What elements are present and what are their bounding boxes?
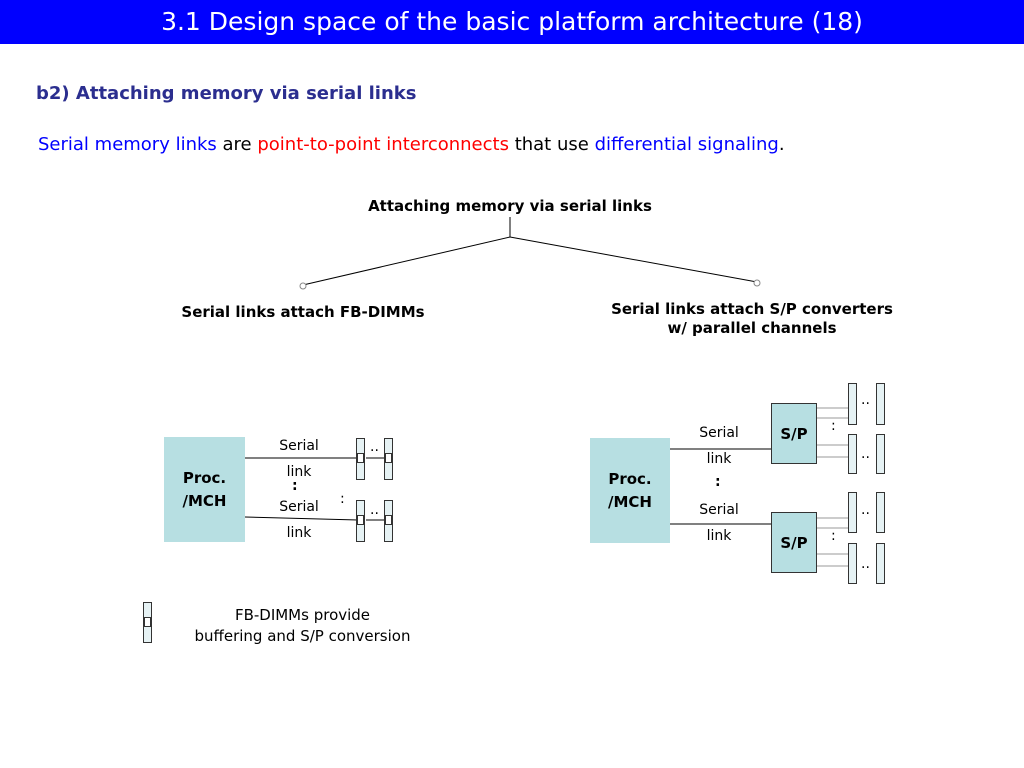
left-link1-line2: link	[286, 464, 312, 480]
left-mch-label: /MCH	[182, 491, 227, 510]
slide-subtitle: b2) Attaching memory via serial links	[36, 83, 417, 104]
fb-dimm-chip-icon	[385, 453, 392, 463]
left-link-ellipsis: :	[292, 478, 298, 494]
sp-converter-2: S/P	[771, 512, 817, 573]
left-proc-label: Proc.	[182, 468, 227, 487]
dimm-2b	[876, 434, 885, 474]
right-dimm-dots-3: ..	[861, 502, 870, 518]
right-dimm-dots-4: ..	[861, 556, 870, 572]
left-proc-mch-box: Proc. /MCH	[164, 437, 245, 542]
left-dimm-dots-2: ..	[370, 502, 379, 518]
title-bar	[0, 0, 1024, 44]
dimm-1b	[876, 383, 885, 425]
legend-line1: FB-DIMMs provide	[234, 606, 371, 624]
tree-root-label: Attaching memory via serial links	[368, 197, 652, 215]
tree-left-branch-label: Serial links attach FB-DIMMs	[181, 303, 425, 321]
left-dimm-ellipsis: :	[340, 491, 345, 507]
fb-dimm-chip-icon	[385, 515, 392, 525]
right-link2-line1: Serial	[699, 502, 739, 518]
right-link-ellipsis: :	[715, 474, 721, 490]
right-channel-ellipsis-1: :	[831, 418, 836, 434]
term-differential-signaling: differential signaling	[594, 134, 779, 155]
left-serial-link-1-label: Serial link	[268, 433, 330, 485]
tree-right-branch-label: Serial links attach S/P converters w/ pa…	[560, 300, 944, 338]
legend-line2: buffering and S/P conversion	[194, 627, 411, 645]
left-link2-line1: Serial	[279, 499, 319, 515]
right-dimm-dots-1: ..	[861, 392, 870, 408]
right-link1-line1: Serial	[699, 425, 739, 441]
dimm-4a	[848, 543, 857, 584]
dimm-1a	[848, 383, 857, 425]
right-channel-ellipsis-2: :	[831, 528, 836, 544]
right-link2-line2: link	[706, 528, 732, 544]
definition-text-1: are	[216, 134, 258, 155]
fb-dimm-chip-icon	[357, 515, 364, 525]
left-link2-line2: link	[286, 525, 312, 541]
right-serial-link-1-label: Serial link	[688, 420, 750, 472]
dimm-3b	[876, 492, 885, 533]
sp-converter-1: S/P	[771, 403, 817, 464]
dimm-4b	[876, 543, 885, 584]
definition-sentence: Serial memory links are point-to-point i…	[38, 134, 785, 155]
definition-text-2: that use	[508, 134, 595, 155]
tree-right-branch-line1: Serial links attach S/P converters	[611, 300, 893, 318]
term-point-to-point: point-to-point interconnects	[257, 134, 509, 155]
definition-text-3: .	[778, 134, 785, 155]
slide-title: 3.1 Design space of the basic platform a…	[161, 7, 863, 36]
left-dimm-dots-1: ..	[370, 439, 379, 455]
tree-right-branch-line2: w/ parallel channels	[667, 319, 837, 337]
right-link1-line2: link	[706, 451, 732, 467]
left-serial-link-2-label: Serial link	[268, 494, 330, 546]
right-mch-label: /MCH	[608, 492, 652, 511]
legend-text: FB-DIMMs provide buffering and S/P conve…	[165, 605, 440, 647]
dimm-3a	[848, 492, 857, 533]
right-proc-label: Proc.	[608, 469, 652, 488]
dimm-2a	[848, 434, 857, 474]
fb-dimm-chip-icon	[357, 453, 364, 463]
legend-chip-icon	[144, 617, 151, 627]
right-proc-mch-box: Proc. /MCH	[590, 438, 670, 543]
left-link1-line1: Serial	[279, 438, 319, 454]
term-serial-memory-links: Serial memory links	[38, 134, 217, 155]
right-serial-link-2-label: Serial link	[688, 497, 750, 549]
right-dimm-dots-2: ..	[861, 446, 870, 462]
